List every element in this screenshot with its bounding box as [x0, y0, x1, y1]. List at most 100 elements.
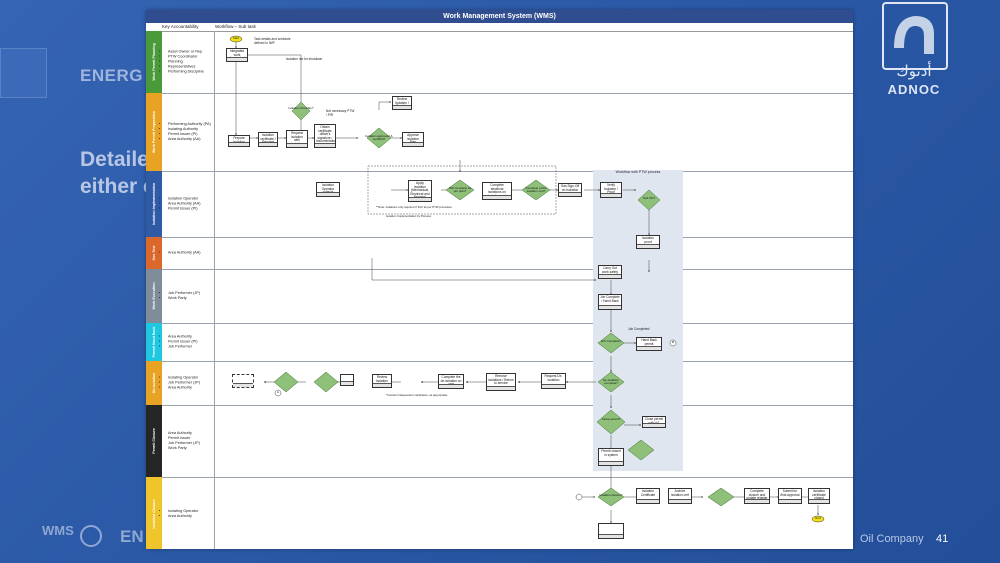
note-job-completed: Job Completed [628, 327, 650, 331]
node-isolation-proof: Isolation proof [636, 235, 660, 249]
swimlane-roles: Isolation OperatorArea Authority (AA)Per… [162, 171, 215, 237]
connector-a-label: A [276, 390, 279, 394]
node-apply-isolation: Apply isolation (Mechanical, Electrical … [408, 180, 432, 202]
end-terminator [811, 515, 825, 523]
swimlane: Work Permit PreparationPerforming Author… [146, 93, 853, 172]
swimlane-label: De-isolation [146, 361, 162, 405]
node-review-register: Review isolation / Register [392, 96, 412, 110]
role-item: Area Authority [168, 335, 198, 340]
adnoc-logo: أدنوك ADNOC [878, 2, 950, 100]
node-loop-box [340, 374, 354, 386]
start-terminator [229, 35, 243, 43]
node-isolation-proof-text: Isolation proof [642, 236, 654, 244]
wms-ring-icon [80, 525, 102, 547]
decision-isolation-closure [597, 487, 625, 507]
role-item: PTW Coordinator [168, 55, 204, 60]
swimlane-label: Permit Closure [146, 405, 162, 477]
swimlane-roles: Asset Owner or RepPTW CoordinatorPlannin… [162, 31, 215, 93]
node-review-cert: Review Isolation cert [372, 374, 392, 388]
node-final-approval: Submit for final approval [778, 488, 802, 504]
note-ptw: **Note: Isolations only required if 'Ful… [376, 205, 452, 209]
start-label: Start [232, 36, 240, 40]
node-permit-closed: Permit closed in system [598, 448, 624, 466]
node-verify-isolation-text: Verify Isolation / Proof [604, 183, 618, 194]
sheet-title: Work Management System (WMS) [146, 10, 853, 23]
role-item: Permit Issuer (PI) [168, 132, 211, 137]
role-item: Job Performer [168, 345, 198, 350]
role-item: Area Authority (AA) [168, 137, 211, 142]
node-isolation-request: Isolation certificate / Request [258, 132, 278, 147]
decision-cert-complete-label: Complete of the isolation cert? [525, 186, 547, 194]
note-isolation-process: Isolation Implementation by Process [386, 214, 431, 218]
connector-b-label: B [671, 340, 674, 344]
node-close-permit: Close permit with AA [642, 416, 666, 428]
swimlane-roles: Performing Authority (PA)Isolating Autho… [162, 93, 215, 171]
node-archive-cert-text: Archive isolation cert [671, 489, 689, 497]
role-item: Work Party [168, 296, 200, 301]
decision-test-ok-label: Test OK? [642, 196, 656, 200]
decision-job-complete-label: Job Complete? [600, 339, 622, 343]
node-gas-signoff: Gas Sign-Off on Isolation [558, 183, 582, 197]
node-request-isolation: Request isolation with isolation Operato… [286, 130, 308, 148]
swimlane-label: Isolation Closure [146, 477, 162, 549]
node-complete-deisolation: Complete the de-isolation on cert [438, 374, 464, 389]
decision-isolation-possible [291, 101, 311, 121]
node-isolation-certificate-text: Isolation Certificate [640, 489, 656, 497]
wms-logo: WMS [42, 523, 102, 551]
page-number: 41 [936, 533, 949, 545]
swimlane-roles: Area Authority (AA) [162, 237, 215, 269]
flow-connectors [229, 35, 825, 524]
node-approve-plan: Approve isolation Plan [402, 132, 424, 147]
role-item: Job Performer (JP) [168, 441, 200, 446]
decision-loop-b [313, 371, 339, 393]
node-hand-back-permit-text: Hand Back permit [641, 338, 657, 346]
swimlane: Isolation ClosureIsolating OperatorArea … [146, 477, 853, 549]
note-iwp: Task details and schedule defined in IWP [254, 37, 291, 45]
swimlane-roles: Isolating OperatorJob Performer (JP)Area… [162, 361, 215, 405]
swimlane-label: Work Permit Preparation [146, 93, 162, 171]
note-not-necessary: Not necessary PTW / PIR [326, 109, 355, 117]
role-item: Isolation Operator [168, 197, 201, 202]
role-item: Performing Discipline [168, 70, 204, 75]
decision-test-ok [637, 189, 661, 211]
decision-isolation-possible-label: Isolation Possible? [288, 106, 314, 110]
node-final-approval-text: Submit for final approval [780, 489, 800, 497]
role-item: Job Performer (JP) [168, 381, 200, 386]
node-hand-back-permit: Hand Back permit [636, 337, 662, 351]
decision-loop-a [273, 371, 299, 393]
swimlane: Work ExecutionJob Performer (JP)Work Par… [146, 269, 853, 324]
node-carry-out-work: Carry Out work safely [598, 265, 622, 279]
decision-close-permit-label: Close permit? [601, 417, 621, 421]
node-request-deisolation: Request De-isolation [541, 373, 566, 389]
decision-final-check [707, 487, 735, 507]
slide-body-line-1: Detaile [80, 148, 149, 171]
adnoc-wordmark: ADNOC [887, 82, 941, 97]
role-item: Permit Issuer [168, 436, 200, 441]
note-not-shutdown: Isolation not for shutdown [286, 57, 323, 61]
role-item: Planning [168, 60, 204, 65]
node-obtain-signature-text: Obtain certificate officer's signature /… [316, 125, 336, 144]
node-dashed-ref [232, 374, 254, 388]
role-item: Area Authority [168, 431, 200, 436]
end-label: End [815, 516, 821, 520]
node-hand-back: Job Complete / Hand Back [598, 294, 622, 310]
column-header-workflow: Workflow – Sub task [215, 23, 853, 32]
adnoc-arabic-name: أدنوك [896, 62, 932, 80]
node-cert-closed-text: Isolation certificate closed [812, 489, 826, 500]
swimlane-label: Work Permit Planning [146, 31, 162, 93]
role-item: Area Authority [168, 514, 198, 519]
role-item: Isolating Authority [168, 127, 211, 132]
node-prepare-isolation: Prepare isolation [228, 135, 250, 147]
slide-body-fragment: Detaile either e [80, 146, 155, 200]
node-remove-isolations: Remove isolations / Return to service [486, 373, 516, 391]
ptw-highlight-title: Workflow with PTW process [615, 170, 661, 174]
node-complete-closure-text: Complete closure and update register [746, 489, 767, 500]
node-verify-isolation: Verify Isolation / Proof [600, 182, 622, 198]
swimlane-roles: Isolating OperatorArea Authority [162, 477, 215, 549]
node-electrical-isolation: Complete electrical isolations on isolat… [482, 182, 512, 200]
decision-deisolation-complete [597, 371, 625, 393]
node-cert-closed: Isolation certificate closed [808, 488, 830, 504]
node-collect-plan: Isolation Operator collects isolation pl… [316, 182, 340, 197]
